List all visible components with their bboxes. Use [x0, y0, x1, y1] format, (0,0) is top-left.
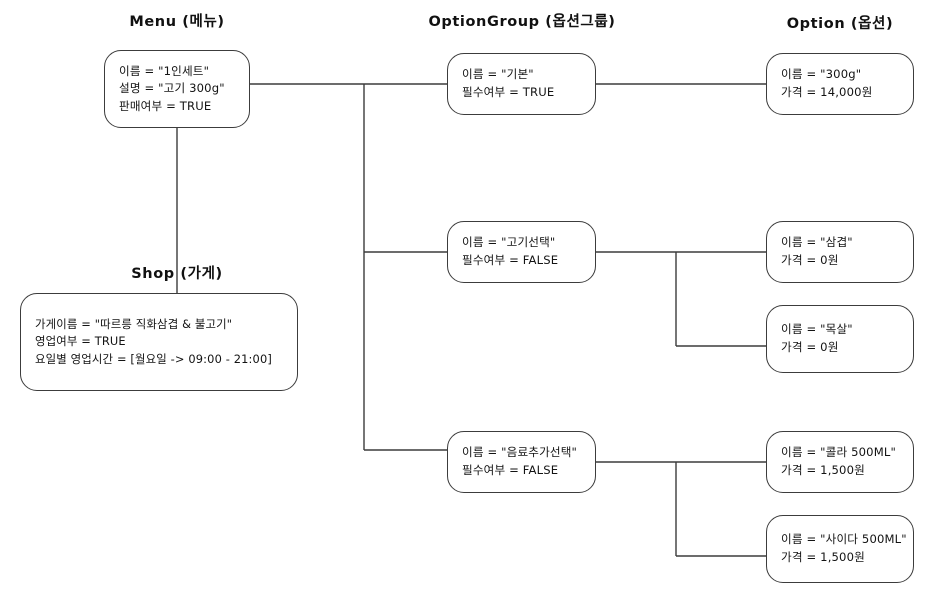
node-optiongroup-meat[interactable]: 이름 = "고기선택" 필수여부 = FALSE: [447, 221, 596, 283]
column-title-menu: Menu (메뉴): [129, 14, 225, 30]
node-og-meat-line-1: 필수여부 = FALSE: [462, 253, 559, 267]
node-opt-cola-line-0: 이름 = "콜라 500ML": [781, 445, 896, 460]
node-optiongroup-drink[interactable]: 이름 = "음료추가선택" 필수여부 = FALSE: [447, 431, 596, 493]
node-opt-300g-line-1: 가격 = 14,000원: [781, 85, 873, 99]
node-option-cider[interactable]: 이름 = "사이다 500ML" 가격 = 1,500원: [766, 515, 914, 583]
node-opt-cider-line-1: 가격 = 1,500원: [781, 550, 865, 564]
column-title-optiongroup: OptionGroup (옵션그룹): [428, 14, 616, 30]
node-og-meat-line-0: 이름 = "고기선택": [462, 235, 556, 250]
node-shop-line-0: 가게이름 = "따르릉 직화삼겹 & 불고기": [35, 317, 233, 331]
node-opt-moksal-line-1: 가격 = 0원: [781, 340, 839, 354]
node-option-samgyeop[interactable]: 이름 = "삼겹" 가격 = 0원: [766, 221, 914, 283]
node-option-cola[interactable]: 이름 = "콜라 500ML" 가격 = 1,500원: [766, 431, 914, 493]
column-title-option: Option (옵션): [786, 16, 894, 32]
node-menu-line-2: 판매여부 = TRUE: [119, 98, 212, 113]
node-shop-line-2: 요일별 영업시간 = [월요일 -> 09:00 - 21:00]: [35, 351, 272, 366]
node-opt-moksal-line-0: 이름 = "목살": [781, 322, 853, 337]
node-shop[interactable]: 가게이름 = "따르릉 직화삼겹 & 불고기" 영업여부 = TRUE 요일별 …: [20, 293, 298, 391]
node-og-drink-line-1: 필수여부 = FALSE: [462, 463, 559, 477]
node-shop-line-1: 영업여부 = TRUE: [35, 334, 126, 349]
node-option-300g[interactable]: 이름 = "300g" 가격 = 14,000원: [766, 53, 914, 115]
node-og-drink-line-0: 이름 = "음료추가선택": [462, 445, 578, 460]
node-og-basic-line-0: 이름 = "기본": [462, 67, 534, 82]
node-option-moksal[interactable]: 이름 = "목살" 가격 = 0원: [766, 305, 914, 373]
node-og-basic-line-1: 필수여부 = TRUE: [462, 85, 555, 99]
node-menu[interactable]: 이름 = "1인세트" 설명 = "고기 300g" 판매여부 = TRUE: [104, 50, 250, 128]
node-opt-samgyeop-line-0: 이름 = "삼겹": [781, 235, 853, 250]
node-menu-line-0: 이름 = "1인세트": [119, 63, 210, 78]
node-optiongroup-basic[interactable]: 이름 = "기본" 필수여부 = TRUE: [447, 53, 596, 115]
node-opt-cider-line-0: 이름 = "사이다 500ML": [781, 532, 907, 547]
column-title-shop: Shop (가게): [131, 266, 223, 282]
node-menu-line-1: 설명 = "고기 300g": [119, 81, 225, 96]
node-opt-300g-line-0: 이름 = "300g": [781, 67, 862, 82]
node-opt-samgyeop-line-1: 가격 = 0원: [781, 253, 839, 267]
node-opt-cola-line-1: 가격 = 1,500원: [781, 463, 865, 477]
